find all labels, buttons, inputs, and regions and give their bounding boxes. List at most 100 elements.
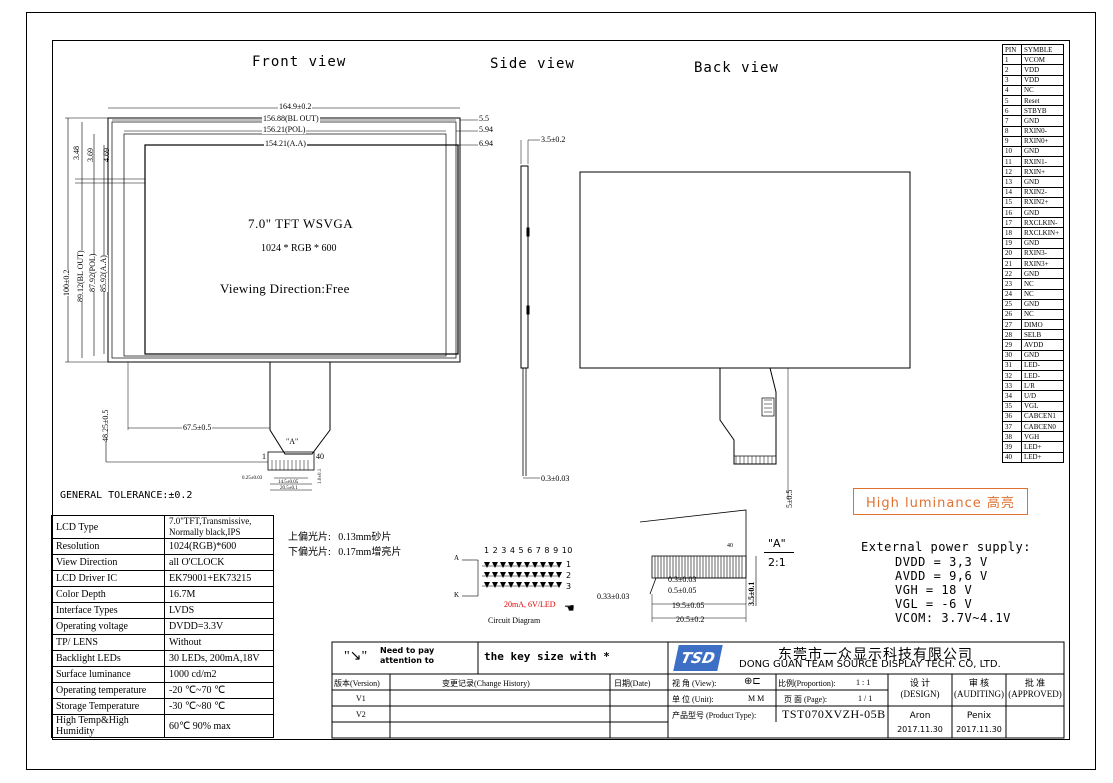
pin-symbol: GND [1021, 349, 1064, 361]
fpc-pads [271, 460, 309, 470]
pin-symbol: AVDD [1021, 339, 1064, 351]
fpc-dim-4: 1.0±0.1 [318, 468, 323, 484]
audit-date: 2017.11.30 [956, 725, 1002, 734]
pin-number: 6 [1002, 105, 1022, 117]
spec-value: 16.7M [164, 586, 274, 603]
pin-number: 20 [1002, 247, 1022, 259]
spec-value: 60℃ 90% max [164, 714, 274, 738]
pin-number: 27 [1002, 319, 1022, 331]
pin-symbol: L/R [1021, 380, 1064, 392]
inner-border [52, 40, 1070, 740]
pin-symbol: U/D [1021, 390, 1064, 402]
spec-value: DVDD=3.3V [164, 618, 274, 635]
pin-number: 5 [1002, 94, 1022, 107]
polarizer-bottom: 下偏光片: 0.17mm增亮片 [288, 543, 401, 558]
pin-number: 34 [1002, 390, 1022, 402]
polarizer-bottom-label: 下偏光片: [288, 547, 331, 558]
front-view-drawing [65, 107, 478, 491]
polarizer-top-label: 上偏光片: [288, 532, 331, 543]
pin-symbol: RXIN2- [1021, 186, 1064, 198]
spec-value: all O'CLOCK [164, 554, 274, 571]
power-vgl: VGL = -6 V [895, 597, 973, 611]
title-block-lines [331, 641, 1065, 739]
polarizer-top-value: 0.13mm砂片 [338, 532, 392, 543]
detail-a-drawing [639, 509, 757, 622]
pin-symbol: GND [1021, 237, 1064, 249]
back-tail-dim: 5±0.5 [785, 489, 794, 508]
circuit-row-1: 1 [566, 560, 572, 569]
fpc-dim-2: 14.5±0.05 [278, 480, 299, 485]
side-tail-thickness: 0.3±0.03 [541, 474, 570, 483]
pin-symbol: CABCEN1 [1021, 410, 1064, 422]
spec-label: TP/ LENS [51, 634, 165, 651]
pin-symbol: NC [1021, 84, 1064, 96]
pin-number: 4 [1002, 84, 1022, 96]
panel-title: 7.0" TFT WSVGA [248, 216, 354, 231]
pin-number: 31 [1002, 359, 1022, 372]
company-logo: TSD [673, 645, 723, 671]
pin-number: 11 [1002, 156, 1022, 168]
spec-value: 7.0"TFT,Transmissive, Normally black,IPS [164, 515, 274, 539]
hand-icon: ☚ [564, 601, 575, 615]
pin-number: 36 [1002, 410, 1022, 422]
pin-symbol: NC [1021, 288, 1064, 300]
dim-width-aa: 154.21(A.A) [264, 139, 307, 148]
power-vcom: VCOM: 3.7V~4.1V [895, 611, 1011, 625]
polarizer-bottom-value: 0.17mm增亮片 [338, 547, 402, 558]
front-view-title: Front view [252, 54, 347, 70]
back-view-title: Back view [694, 60, 779, 76]
pin-number: 26 [1002, 308, 1022, 321]
pin-symbol: LED- [1021, 359, 1064, 372]
pin-symbol: RXIN3- [1021, 247, 1064, 259]
pin-symbol: VGH [1021, 431, 1064, 443]
spec-label: Color Depth [51, 586, 165, 603]
view-label: 视 角 (View): [672, 679, 717, 688]
side-thickness: 3.5±0.2 [541, 135, 566, 144]
dim-height-pol: 87.92(POL) [88, 253, 97, 292]
dim-right-2: 5.94 [479, 125, 493, 134]
panel-outline [107, 117, 461, 363]
pin-symbol: RXIN3+ [1021, 257, 1064, 270]
circuit-spec: 20mA, 6V/LED [504, 600, 556, 609]
pin-number: 2 [1002, 64, 1022, 76]
pin-symbol: VGL [1021, 400, 1064, 412]
detail-pin40: 40 [727, 543, 733, 549]
spec-label: LCD Type [51, 515, 165, 539]
circuit-row-3: 3 [566, 582, 572, 591]
pin-symbol: LED+ [1021, 451, 1064, 463]
pin-symbol: GND [1021, 268, 1064, 280]
pin-symbol: GND [1021, 115, 1064, 127]
design-label: 设 计 (DESIGN) [900, 678, 940, 699]
pin-number: 37 [1002, 420, 1022, 433]
fpc-pin1: 1 [262, 452, 266, 461]
dim-height-aa: 85.92(A.A) [99, 255, 108, 292]
hist-header-date: 日期(Date) [614, 679, 651, 688]
high-luminance-badge: High luminance 高亮 [853, 488, 1028, 515]
auditor-name: Penix [966, 711, 992, 721]
proportion-value: 1 : 1 [856, 678, 871, 687]
pin-number: 10 [1002, 145, 1022, 158]
audit-label: 审 核 (AUDITING) [954, 678, 1004, 699]
